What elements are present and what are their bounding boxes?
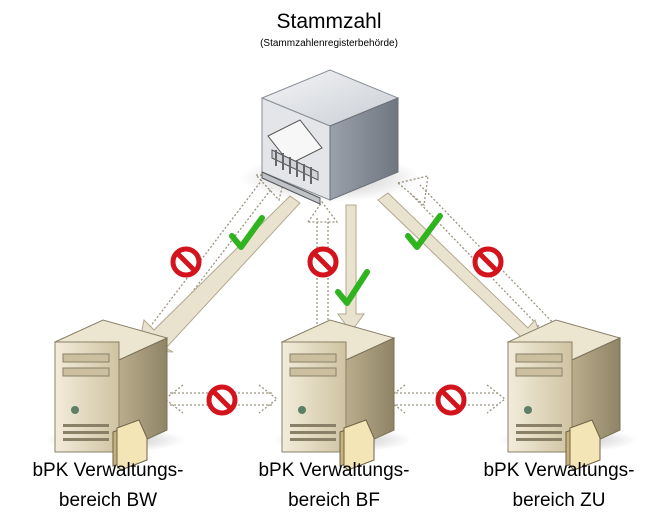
node-label-line2: bereich BF (288, 490, 380, 511)
arrow-bf-to-root-blocked (306, 200, 339, 340)
server-with-folder-icon-bw (45, 319, 185, 471)
arrow-root-to-zu-allowed (377, 192, 547, 353)
node-label-line1: bPK Verwaltungs- (258, 460, 410, 481)
prohibited-icon-bw-bf (206, 384, 238, 416)
node-label-bw: bPK Verwaltungs- bereich BW (0, 456, 218, 516)
prohibited-icon-zu-root (472, 246, 504, 278)
government-building-icon (240, 69, 420, 205)
server-with-folder-icon-zu (498, 319, 638, 471)
prohibited-icon-bf-zu (435, 384, 467, 416)
node-label-zu: bPK Verwaltungs- bereich ZU (449, 456, 658, 516)
check-icon-zu (405, 213, 443, 250)
prohibited-icon-bf-root (307, 246, 339, 278)
root-title: Stammzahl (276, 10, 382, 33)
node-label-line2: bereich BW (58, 490, 158, 511)
node-label-line2: bereich ZU (512, 490, 606, 511)
node-label-line1: bPK Verwaltungs- (483, 460, 635, 481)
prohibited-icon-bw-root (170, 246, 202, 278)
root-subtitle: (Stammzahlenregisterbehörde) (260, 38, 398, 49)
arrow-bw-to-root-blocked (139, 174, 286, 348)
arrow-root-to-bw-allowed (137, 195, 301, 353)
arrow-root-to-bf-allowed (337, 204, 365, 333)
check-icon-bf (335, 269, 370, 306)
node-label-bf: bPK Verwaltungs- bereich BF (224, 456, 444, 516)
server-with-folder-icon-bf (272, 319, 412, 471)
node-label-line1: bPK Verwaltungs- (32, 460, 184, 481)
check-icon-bw (229, 215, 265, 250)
